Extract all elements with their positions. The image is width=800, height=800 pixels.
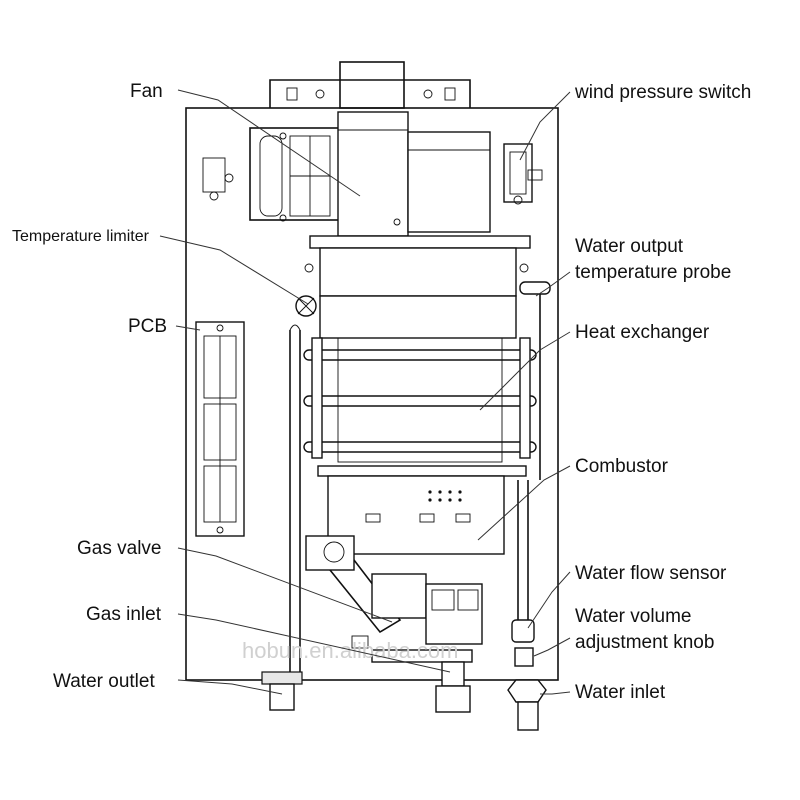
combustor-part bbox=[317, 465, 527, 555]
label-temperature-limiter: Temperature limiter bbox=[12, 228, 150, 245]
burner-dot bbox=[448, 498, 452, 502]
watermark: hobun.en.alibaba.com bbox=[242, 638, 459, 663]
mount-bracket bbox=[202, 157, 234, 201]
label-combustor: Combustor bbox=[575, 456, 669, 477]
label-water-flow-sensor: Water flow sensor bbox=[575, 563, 727, 584]
burner-dot bbox=[428, 490, 432, 494]
gas-inlet-part bbox=[435, 661, 471, 713]
label-wind-pressure-switch: wind pressure switch bbox=[574, 82, 751, 103]
label-heat-exchanger: Heat exchanger bbox=[575, 322, 710, 343]
burner-dot bbox=[438, 490, 442, 494]
burner-dot bbox=[428, 498, 432, 502]
label-water-volume-1: Water volume bbox=[575, 606, 692, 627]
burner-dot bbox=[458, 490, 462, 494]
water-outlet-part bbox=[261, 671, 303, 711]
label-water-inlet: Water inlet bbox=[575, 682, 666, 703]
label-water-volume-2: adjustment knob bbox=[575, 632, 714, 653]
burner-dot bbox=[438, 498, 442, 502]
label-pcb: PCB bbox=[128, 316, 167, 337]
water-inlet-part bbox=[507, 679, 547, 731]
gas-valve-part bbox=[305, 535, 483, 663]
burner-dot bbox=[458, 498, 462, 502]
label-water-output-2: temperature probe bbox=[575, 262, 731, 283]
wind-pressure-switch-part bbox=[503, 143, 543, 205]
heater-housing bbox=[185, 61, 559, 681]
label-water-output-1: Water output bbox=[575, 236, 684, 257]
label-water-outlet: Water outlet bbox=[53, 671, 155, 692]
burner-dot bbox=[448, 490, 452, 494]
leader-lines bbox=[159, 89, 571, 695]
temperature-probe-part bbox=[519, 281, 551, 480]
label-gas-valve: Gas valve bbox=[77, 538, 161, 559]
label-gas-inlet: Gas inlet bbox=[86, 604, 162, 625]
labels: Fan wind pressure switch Temperature lim… bbox=[12, 81, 751, 703]
heat-exchanger-part bbox=[289, 235, 537, 690]
fan-assembly bbox=[249, 111, 491, 237]
water-flow-sensor-part bbox=[511, 480, 535, 667]
temperature-limiter-part bbox=[295, 295, 317, 317]
pcb-part bbox=[195, 321, 245, 537]
label-fan: Fan bbox=[130, 81, 163, 102]
